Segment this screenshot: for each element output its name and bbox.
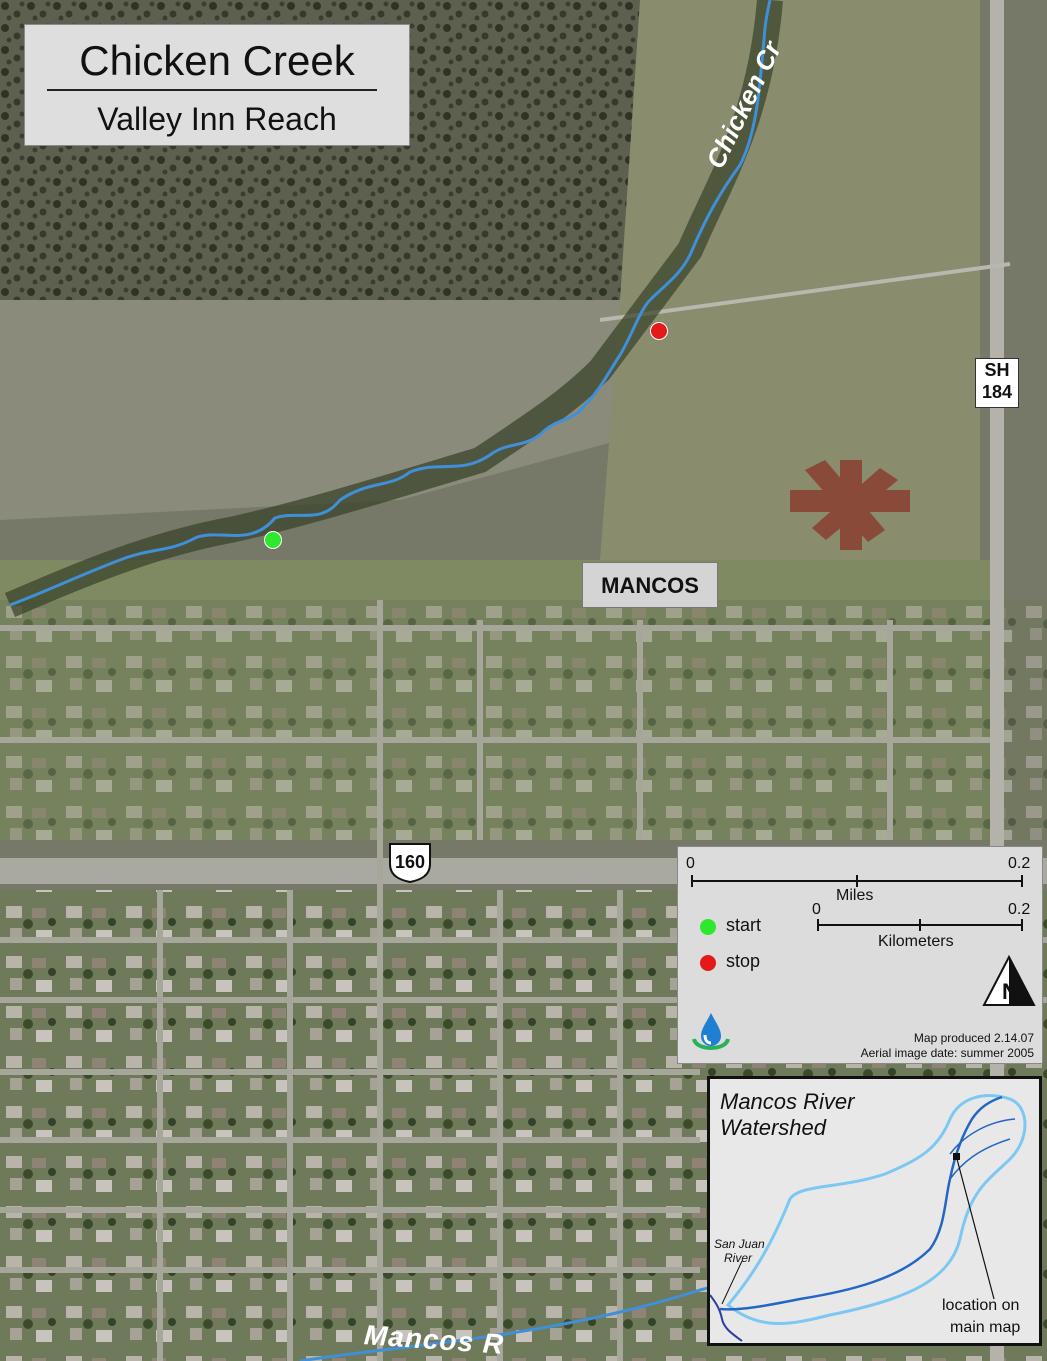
- start-point-marker[interactable]: [264, 531, 282, 549]
- inset-river-label-line2: River: [724, 1251, 753, 1265]
- north-letter: N: [1002, 979, 1018, 1004]
- inset-location-line2: main map: [950, 1319, 1021, 1336]
- us-highway-shield-icon: 160: [389, 843, 431, 884]
- start-legend-dot: [700, 919, 716, 935]
- highway-sh-number: 184: [981, 382, 1013, 402]
- town-label: MANCOS: [582, 562, 718, 608]
- start-legend-label: start: [726, 915, 762, 935]
- miles-unit: Miles: [836, 887, 874, 904]
- stream-line: [9, 0, 772, 607]
- inset-title-line1: Mancos River: [720, 1089, 855, 1114]
- inset-title-line2: Watershed: [720, 1115, 826, 1140]
- stop-legend-label: stop: [726, 951, 761, 971]
- legend-panel: 0 0.2 Miles 0 0.2 Kilometers start stop …: [677, 846, 1043, 1064]
- title-divider: [47, 89, 377, 91]
- scale-bars: [691, 875, 1023, 931]
- state-highway-shield: SH 184: [975, 358, 1019, 408]
- inset-river-label-line1: San Juan: [714, 1237, 765, 1251]
- miles-min: 0: [686, 855, 695, 872]
- stop-point-marker[interactable]: [650, 322, 668, 340]
- watershed-drawing: [710, 1094, 1027, 1342]
- us-highway-number: 160: [395, 852, 425, 872]
- km-min: 0: [812, 901, 821, 918]
- north-arrow-icon: N: [982, 955, 1036, 1006]
- map-subtitle: Valley Inn Reach: [97, 101, 337, 137]
- aerial-image-date: Aerial image date: summer 2005: [860, 1046, 1034, 1060]
- miles-max: 0.2: [1008, 855, 1031, 872]
- highway-sh-prefix: SH: [984, 360, 1010, 380]
- km-unit: Kilometers: [878, 933, 954, 950]
- inset-location-line1: location on: [942, 1297, 1020, 1314]
- watershed-inset-map: Mancos River Watershed San Juan River lo…: [707, 1076, 1042, 1346]
- title-box: Chicken Creek Valley Inn Reach: [24, 24, 410, 146]
- water-drop-logo-icon: [692, 1013, 730, 1050]
- km-max: 0.2: [1008, 901, 1031, 918]
- stop-legend-dot: [700, 955, 716, 971]
- map-title: Chicken Creek: [79, 37, 355, 84]
- map-produced-date: Map produced 2.14.07: [913, 1031, 1034, 1045]
